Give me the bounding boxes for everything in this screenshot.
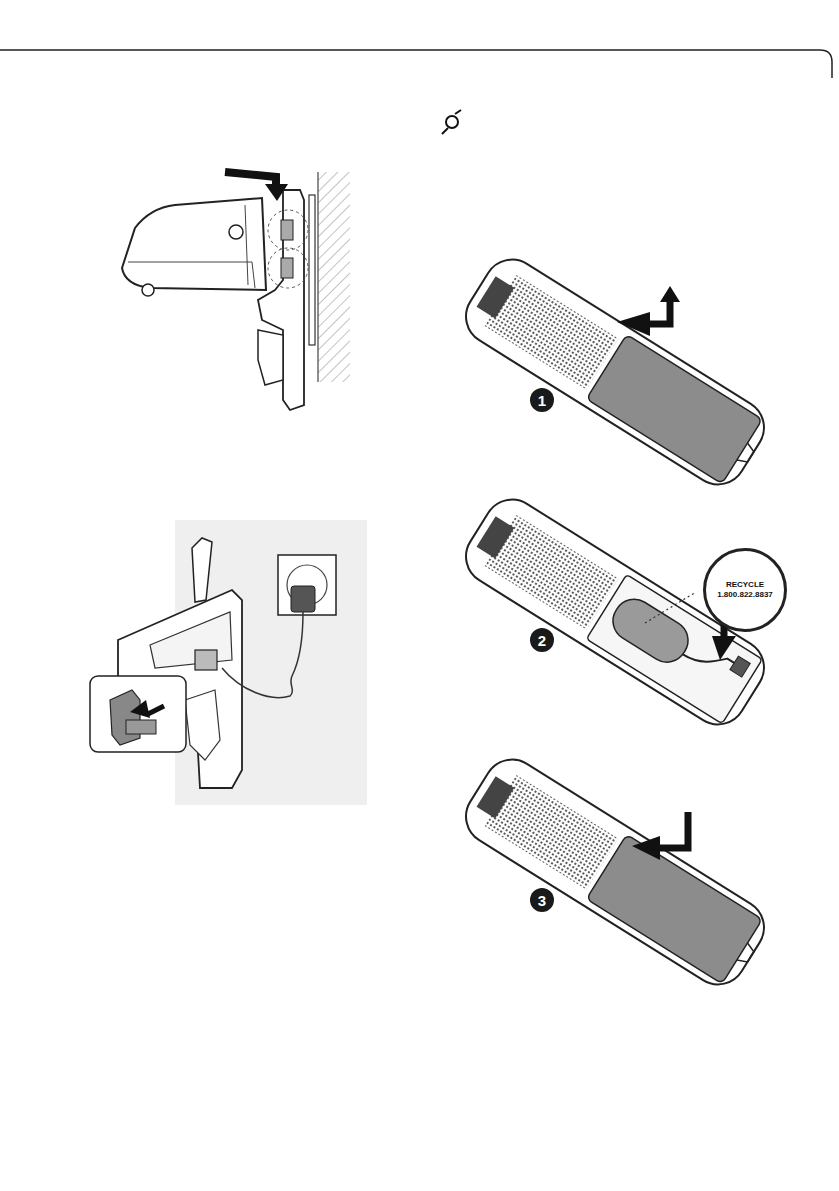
seal-text: RECYCLE (726, 580, 764, 590)
illustration-part (632, 836, 660, 860)
mount-arrowhead (265, 184, 288, 201)
illustration-part (477, 516, 515, 558)
wall-outlet (278, 555, 336, 615)
illustration-part (281, 220, 293, 240)
illustration-part (650, 300, 670, 324)
detail-circle (268, 248, 308, 288)
wall-mount-figure (122, 172, 350, 410)
callout-label: 3 (538, 893, 546, 908)
illustration-part (737, 943, 756, 965)
illustration-part (245, 205, 248, 285)
power-cord (222, 612, 303, 698)
base-station (122, 198, 266, 290)
battery-pack (605, 592, 695, 670)
callout-label: 1 (538, 393, 546, 408)
illustration-part (712, 636, 736, 660)
wall (318, 172, 350, 382)
illustration-part (442, 128, 448, 134)
illustration-part (317, 172, 318, 382)
illustration-part (737, 443, 756, 465)
page-rule (0, 50, 832, 78)
illustration-part (110, 690, 140, 745)
illustration-part (148, 706, 164, 714)
callout-number: 3 (530, 888, 554, 912)
illustration-part (229, 225, 243, 239)
base-foot (142, 284, 154, 296)
illustration-part (126, 720, 156, 734)
mount-arrow (225, 172, 276, 186)
battery-cover (586, 834, 762, 983)
leader-line (645, 592, 696, 623)
wall-bracket (258, 190, 304, 410)
illustration-part (730, 656, 750, 677)
illustration-part (477, 776, 515, 818)
illustration-part (455, 249, 774, 495)
detail-circle (268, 210, 308, 250)
callout-label: 2 (538, 633, 546, 648)
seal-text: 1.800.822.8837 (717, 590, 773, 600)
insert-arrow (130, 700, 150, 718)
illustration-part (281, 258, 293, 278)
wall-plate-back (309, 195, 315, 345)
illustration-part (446, 116, 458, 128)
detail-inset (90, 676, 186, 752)
illustration-part (660, 286, 680, 302)
callout-number: 1 (530, 388, 554, 412)
battery-cover (586, 334, 762, 483)
callout-number: 2 (530, 628, 554, 652)
illustration-part (150, 612, 232, 668)
recycle-seal: RECYCLE1.800.822.8837 (703, 548, 787, 632)
power-adapter (291, 586, 315, 612)
illustration-part (455, 110, 461, 114)
illustration-part (455, 749, 774, 995)
open-arrow (617, 286, 680, 336)
illustration-part (477, 276, 515, 318)
power-socket (195, 650, 217, 670)
power-icon (442, 110, 461, 134)
close-arrow (632, 812, 688, 860)
handset-step-3 (455, 749, 774, 995)
illustration-part (658, 812, 688, 848)
handset-step-1 (455, 249, 774, 495)
illustration-part (617, 312, 650, 336)
illustration-part (185, 690, 220, 760)
power-connection-figure (90, 520, 367, 805)
illustration-part (258, 330, 283, 385)
battery-wire (683, 637, 740, 683)
handset-top (192, 538, 212, 602)
